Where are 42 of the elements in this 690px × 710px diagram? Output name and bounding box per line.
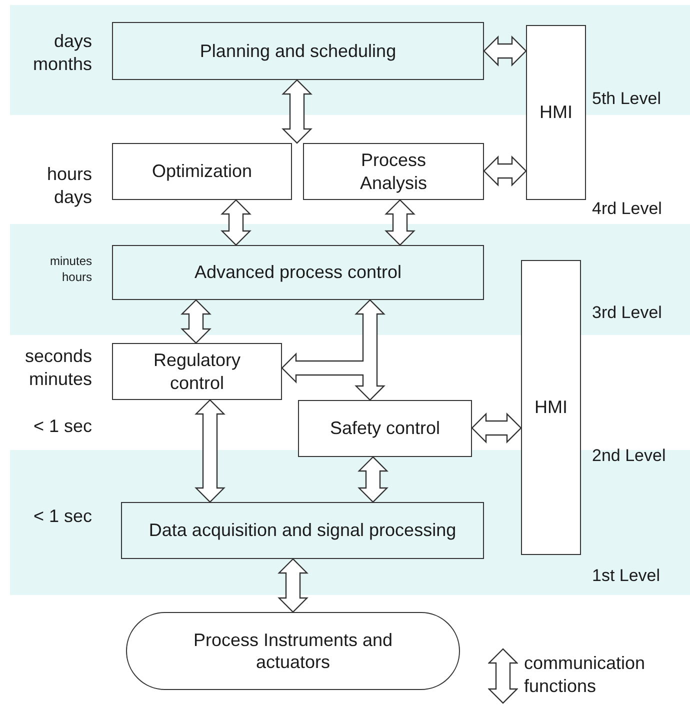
- level-label: 3rd Level: [592, 302, 662, 324]
- double-arrow: [281, 299, 386, 401]
- level-label: 5th Level: [592, 88, 661, 110]
- process-box: [112, 245, 484, 300]
- node-label: HMI: [540, 101, 572, 124]
- node-label: HMI: [534, 396, 568, 419]
- level-label: 2nd Level: [592, 445, 666, 467]
- process-box: [121, 502, 484, 559]
- double-arrow: [471, 412, 522, 444]
- process-box: [298, 400, 472, 457]
- level-label: 1st Level: [592, 565, 660, 587]
- hmi-panel: [521, 260, 581, 555]
- node-label: Safety control: [330, 417, 440, 440]
- node-label: Process Analysis: [358, 149, 428, 194]
- node-label: Planning and scheduling: [200, 40, 396, 62]
- double-arrow: [384, 199, 416, 246]
- double-arrow: [180, 299, 212, 344]
- double-arrow: [220, 199, 252, 246]
- time-scale-label: days months: [32, 30, 92, 76]
- time-scale-label: minutes hours: [48, 254, 92, 286]
- time-scale-label: < 1 sec: [32, 415, 92, 438]
- node-label: Optimization: [152, 160, 252, 183]
- node-label: Process Instruments and actuators: [192, 628, 394, 674]
- time-scale-label: hours days: [46, 163, 92, 210]
- double-arrow: [358, 456, 388, 503]
- time-scale-label: seconds minutes: [24, 345, 92, 392]
- node-label: Regulatory control: [152, 349, 242, 394]
- time-scale-label: < 1 sec: [32, 505, 92, 528]
- level-label: 4rd Level: [592, 198, 662, 220]
- process-box: [112, 22, 484, 80]
- double-arrow: [278, 558, 308, 613]
- double-arrow: [483, 156, 527, 186]
- process-box: [303, 143, 484, 200]
- hmi-panel: [526, 25, 586, 200]
- double-arrow: [282, 79, 312, 144]
- double-arrow: [483, 36, 527, 66]
- process-box: [112, 343, 282, 400]
- node-label: Data acquisition and signal processing: [148, 519, 456, 542]
- legend-label: communication functions: [524, 652, 646, 697]
- double-arrow: [194, 399, 226, 503]
- process-box: [112, 143, 292, 200]
- node-label: Advanced process control: [194, 261, 402, 284]
